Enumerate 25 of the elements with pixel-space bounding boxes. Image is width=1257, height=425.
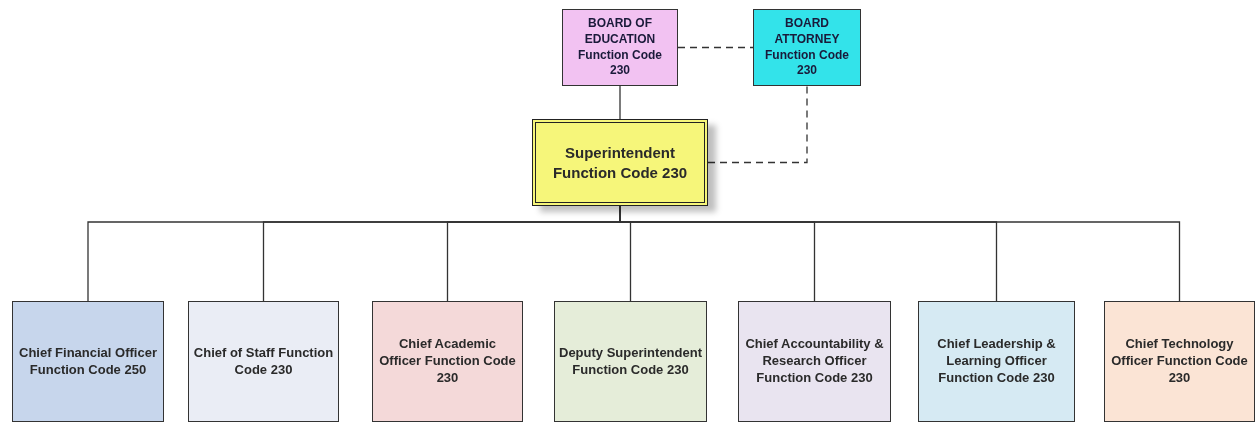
box-text: Deputy Superintendent Function Code 230 <box>559 344 702 379</box>
box-text: Chief of Staff Function Code 230 <box>193 344 334 379</box>
highlighted-box <box>532 119 708 206</box>
org-box <box>188 301 339 422</box>
box-text: BOARD OF EDUCATION <box>583 16 657 48</box>
org-box <box>918 301 1075 422</box>
box-text: Chief Academic Officer Function Code 230 <box>378 336 517 387</box>
box-text: Chief Accountability & Research Officer Function Code 230 <box>744 336 885 387</box>
org-box <box>12 301 164 422</box>
box-text: BOARD ATTORNEY <box>773 16 841 48</box>
box-text: Chief Financial Officer Function Code 250 <box>18 344 158 379</box>
box-text: Function Code 230 <box>764 47 850 79</box>
box-text: Chief Leadership & Learning Officer Function Code 230 <box>936 336 1057 387</box>
box-text: Superintendent Function Code 230 <box>551 143 689 182</box>
org-box <box>1104 301 1255 422</box>
connector-line <box>619 85 621 120</box>
connector-line <box>677 46 754 49</box>
box-text: Function Code 230 <box>577 47 663 79</box>
org-box <box>372 301 523 422</box>
connector-line <box>707 85 808 164</box>
org-box <box>738 301 891 422</box>
box-text: Chief Technology Officer Function Code 230 <box>1110 336 1249 387</box>
org-box <box>753 9 861 86</box>
org-box <box>562 9 678 86</box>
org-box <box>554 301 707 422</box>
